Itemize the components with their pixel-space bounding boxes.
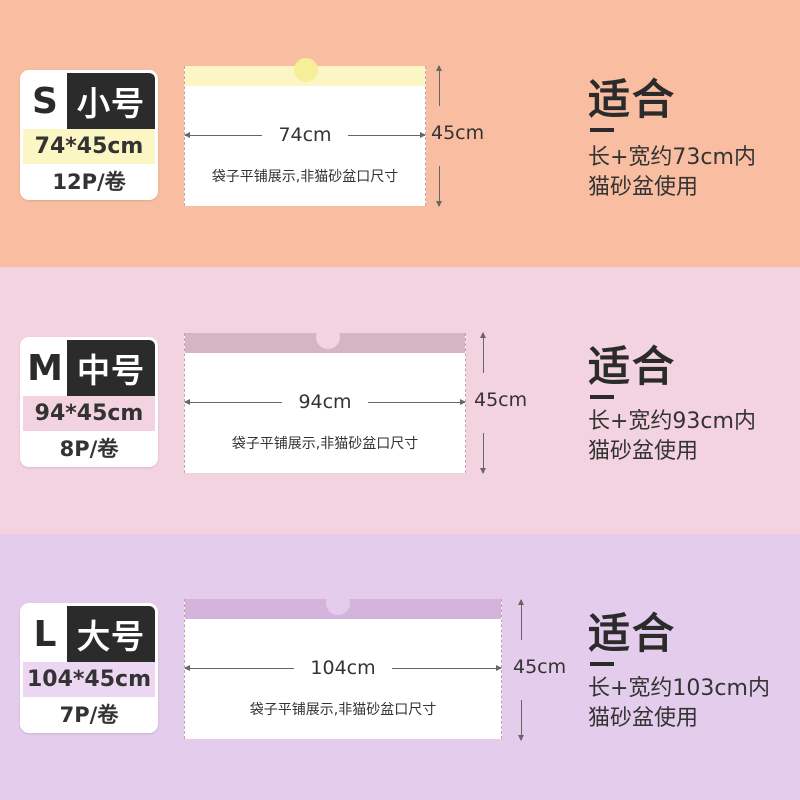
fit-line-1: 长+宽约93cm内 (588, 409, 756, 434)
fit-title: 适合 (588, 342, 677, 391)
size-dimensions: 74*45cm (23, 129, 155, 164)
bag-height-label: 45cm (474, 389, 528, 411)
dash-divider (590, 395, 614, 399)
bag-height-label: 45cm (513, 656, 567, 678)
size-letter: S (23, 73, 67, 129)
size-name: 大号 (67, 606, 155, 662)
size-band-medium: M 中号 94*45cm 8P/卷 94cm 袋子平铺展示,非猫砂盆口尺寸 45… (0, 267, 800, 534)
size-name: 小号 (67, 73, 155, 129)
bag-width-label: 94cm (298, 391, 352, 413)
fit-title: 适合 (588, 609, 677, 658)
arrow-down-icon (436, 166, 442, 207)
bag-height-label: 45cm (431, 122, 485, 144)
dash-divider (590, 662, 614, 666)
size-badge-large: L 大号 104*45cm 7P/卷 (20, 603, 158, 733)
fit-line-2: 猫砂盆使用 (588, 706, 699, 731)
arrow-left-icon (183, 131, 263, 138)
size-band-large: L 大号 104*45cm 7P/卷 104cm 袋子平铺展示,非猫砂盆口尺寸 … (0, 534, 800, 800)
size-dimensions: 104*45cm (23, 662, 155, 697)
dash-divider (590, 128, 614, 132)
bag-notch (294, 58, 318, 82)
size-badge-small: S 小号 74*45cm 12P/卷 (20, 70, 158, 200)
arrow-down-icon (480, 433, 486, 474)
bag-note: 袋子平铺展示,非猫砂盆口尺寸 (231, 436, 419, 452)
size-name: 中号 (67, 340, 155, 396)
arrow-up-icon (518, 599, 524, 640)
bag-notch (326, 591, 350, 615)
pieces-per-roll: 7P/卷 (23, 697, 155, 730)
fit-line-2: 猫砂盆使用 (588, 175, 699, 200)
pieces-per-roll: 12P/卷 (23, 164, 155, 197)
fit-description: 长+宽约93cm内 猫砂盆使用 (588, 407, 756, 467)
fit-description: 长+宽约103cm内 猫砂盆使用 (588, 674, 770, 734)
size-letter: L (23, 606, 67, 662)
arrow-right-icon (347, 131, 427, 138)
bag-width-measure: 94cm (183, 391, 467, 413)
bag-width-label: 104cm (310, 657, 376, 679)
size-dimensions: 94*45cm (23, 396, 155, 431)
bag-notch (316, 325, 340, 349)
bag-width-label: 74cm (278, 124, 332, 146)
bag-diagram-large: 104cm 袋子平铺展示,非猫砂盆口尺寸 (183, 591, 503, 739)
arrow-right-icon (391, 664, 503, 671)
arrow-up-icon (480, 332, 486, 373)
bag-note: 袋子平铺展示,非猫砂盆口尺寸 (211, 169, 399, 185)
arrow-left-icon (183, 398, 283, 405)
size-letter: M (23, 340, 67, 396)
size-band-small: S 小号 74*45cm 12P/卷 74cm 袋子平铺展示,非猫砂盆口尺寸 4… (0, 0, 800, 267)
bag-note: 袋子平铺展示,非猫砂盆口尺寸 (249, 702, 437, 718)
arrow-right-icon (367, 398, 467, 405)
bag-diagram-small: 74cm 袋子平铺展示,非猫砂盆口尺寸 (183, 58, 427, 206)
fit-line-1: 长+宽约103cm内 (588, 676, 770, 701)
arrow-up-icon (436, 65, 442, 106)
pieces-per-roll: 8P/卷 (23, 431, 155, 464)
fit-line-2: 猫砂盆使用 (588, 439, 699, 464)
bag-width-measure: 74cm (183, 124, 427, 146)
bag-width-measure: 104cm (183, 657, 503, 679)
size-badge-medium: M 中号 94*45cm 8P/卷 (20, 337, 158, 467)
fit-description: 长+宽约73cm内 猫砂盆使用 (588, 143, 756, 203)
arrow-down-icon (518, 700, 524, 741)
arrow-left-icon (183, 664, 295, 671)
fit-line-1: 长+宽约73cm内 (588, 145, 756, 170)
fit-title: 适合 (588, 75, 677, 124)
bag-diagram-medium: 94cm 袋子平铺展示,非猫砂盆口尺寸 (183, 325, 467, 473)
